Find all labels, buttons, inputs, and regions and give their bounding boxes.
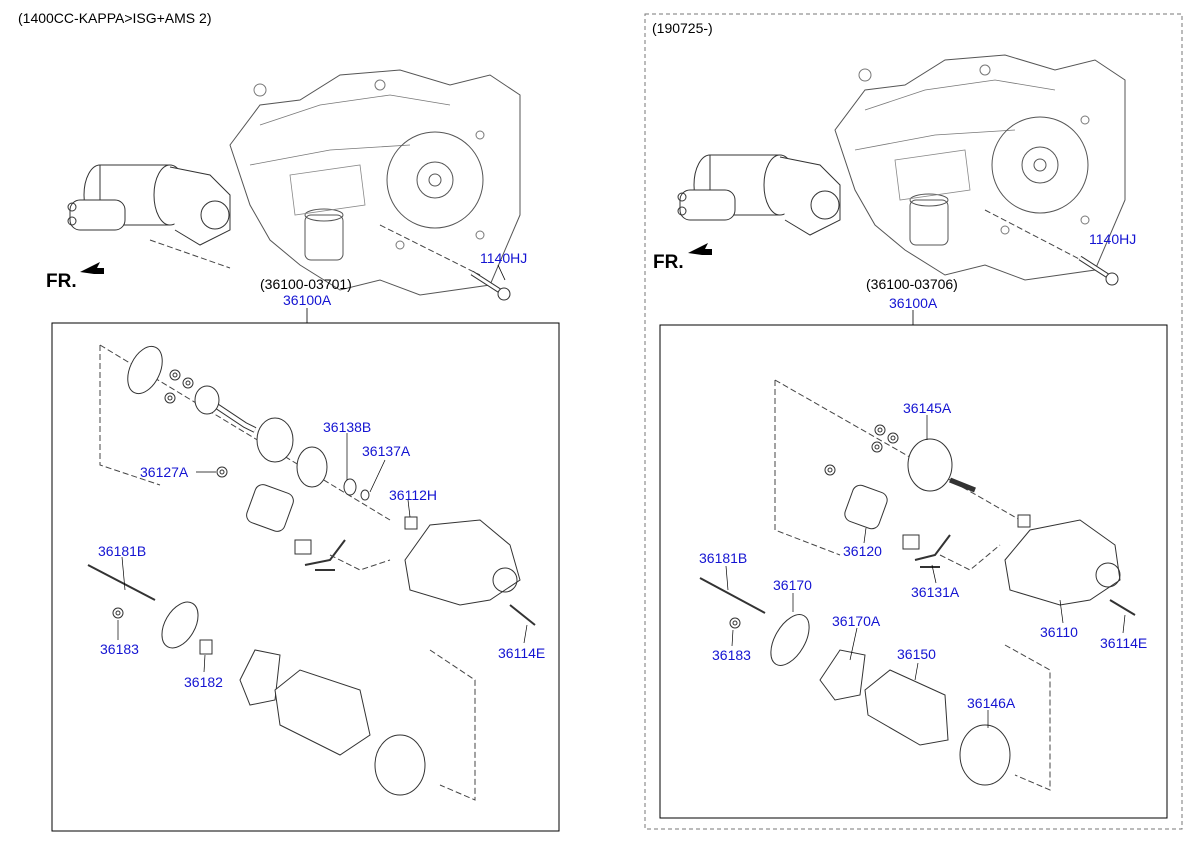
part-callout-1140hj-left[interactable]: 1140HJ bbox=[480, 250, 528, 266]
part-callout-36131a[interactable]: 36131A bbox=[911, 584, 960, 600]
part-callout-36170a[interactable]: 36170A bbox=[832, 613, 881, 629]
model-header-left: (1400CC-KAPPA>ISG+AMS 2) bbox=[18, 10, 212, 26]
part-callout-36170[interactable]: 36170 bbox=[773, 577, 812, 593]
part-callout-36183-right[interactable]: 36183 bbox=[712, 647, 751, 663]
part-callout-36138b[interactable]: 36138B bbox=[323, 419, 372, 435]
starter-motor-right bbox=[677, 154, 841, 236]
effective-date-frame bbox=[644, 13, 1183, 830]
part-callout-36181b-right[interactable]: 36181B bbox=[699, 550, 748, 566]
part-callout-36114e-right[interactable]: 36114E bbox=[1100, 635, 1148, 651]
front-arrow-right bbox=[688, 243, 712, 255]
part-callout-36112h[interactable]: 36112H bbox=[389, 487, 438, 503]
part-callout-36181b-left[interactable]: 36181B bbox=[98, 543, 147, 559]
part-callout-36183-left[interactable]: 36183 bbox=[100, 641, 139, 657]
assembly-part-code-left: (36100-03701) bbox=[260, 276, 352, 292]
part-callout-36100a-right[interactable]: 36100A bbox=[889, 295, 938, 311]
engine-block-left bbox=[229, 69, 521, 296]
assembly-part-code-right: (36100-03706) bbox=[866, 276, 958, 292]
front-label-right: FR. bbox=[653, 252, 684, 273]
part-callout-36146a[interactable]: 36146A bbox=[967, 695, 1016, 711]
part-callout-36114e-left[interactable]: 36114E bbox=[498, 645, 546, 661]
starter-motor-left bbox=[67, 164, 231, 246]
part-callout-36100a-left[interactable]: 36100A bbox=[283, 292, 332, 308]
assembly-box-left bbox=[51, 322, 560, 832]
part-callout-36110[interactable]: 36110 bbox=[1040, 624, 1078, 640]
front-label-left: FR. bbox=[46, 271, 77, 292]
part-callout-36182[interactable]: 36182 bbox=[184, 674, 223, 690]
part-callout-36127a[interactable]: 36127A bbox=[140, 464, 189, 480]
front-arrow-left bbox=[80, 262, 104, 274]
engine-block-right bbox=[834, 54, 1126, 281]
part-callout-36137a[interactable]: 36137A bbox=[362, 443, 411, 459]
assembly-box-right bbox=[659, 324, 1168, 819]
effective-date-header: (190725-) bbox=[652, 20, 713, 36]
part-callout-36120[interactable]: 36120 bbox=[843, 543, 882, 559]
part-callout-36150[interactable]: 36150 bbox=[897, 646, 936, 662]
part-callout-1140hj-right[interactable]: 1140HJ bbox=[1089, 231, 1137, 247]
part-callout-36145a[interactable]: 36145A bbox=[903, 400, 952, 416]
